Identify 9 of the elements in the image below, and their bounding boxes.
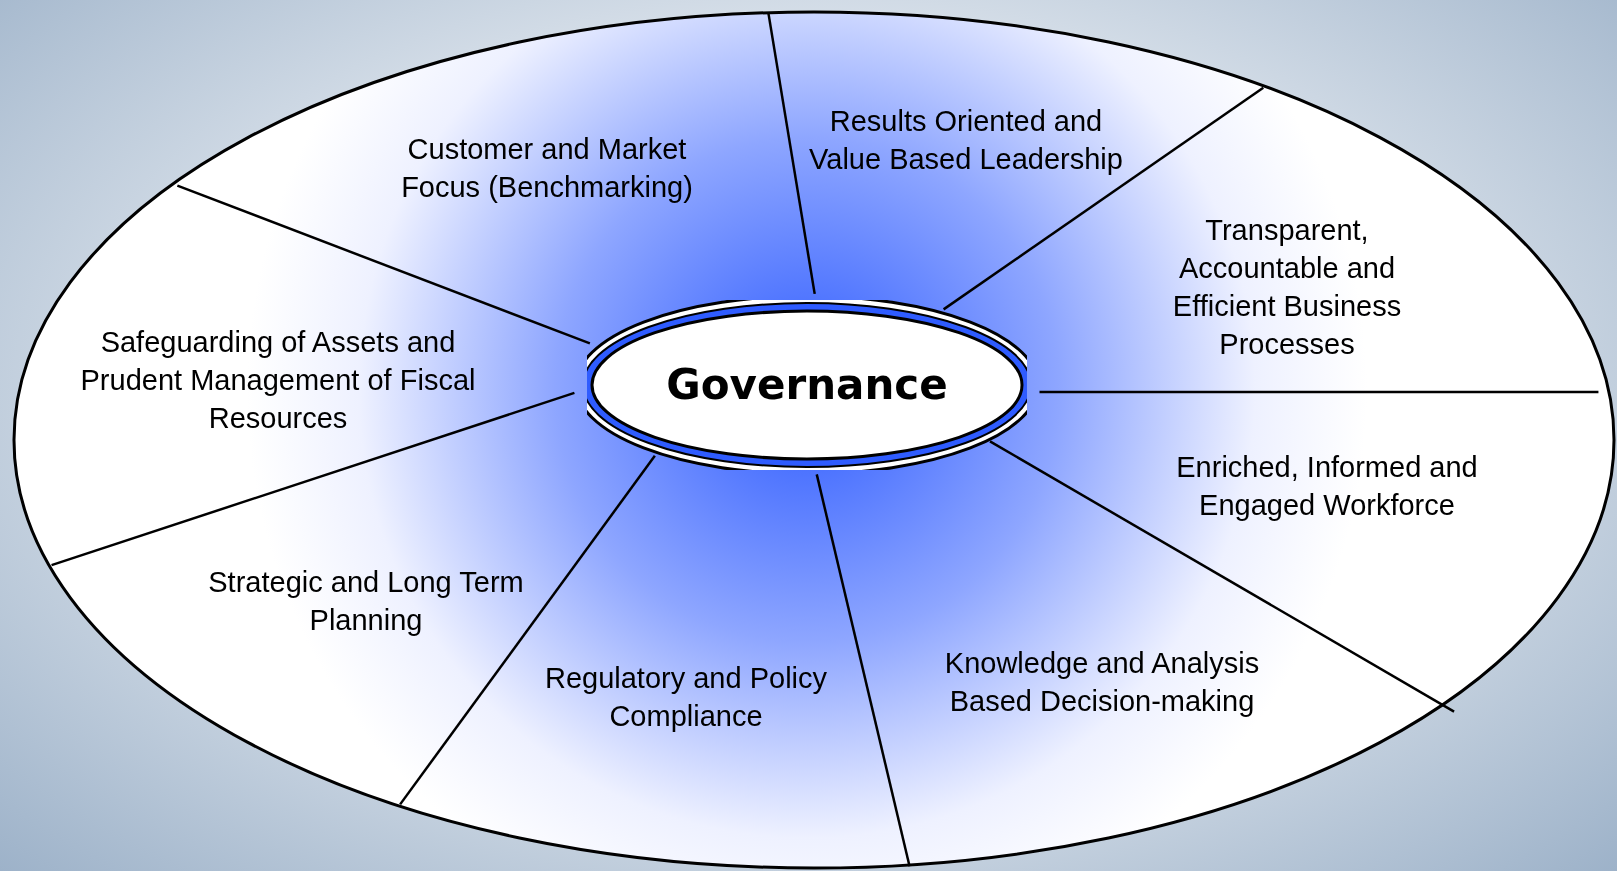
center-title: Governance bbox=[666, 360, 948, 410]
sector-label: Customer and Market Focus (Benchmarking) bbox=[400, 132, 694, 205]
sector-label: Results Oriented and Value Based Leadership bbox=[808, 104, 1124, 177]
sector-label: Knowledge and Analysis Based Decision-making bbox=[943, 646, 1261, 719]
sector-label: Regulatory and Policy Compliance bbox=[543, 661, 829, 734]
sector-label: Transparent, Accountable and Efficient Business Processes bbox=[1171, 213, 1403, 362]
sector-label: Strategic and Long Term Planning bbox=[207, 565, 525, 638]
sector-label: Enriched, Informed and Engaged Workforce bbox=[1175, 450, 1479, 523]
sector-label: Safeguarding of Assets and Prudent Management of Fiscal Resources bbox=[79, 325, 477, 436]
